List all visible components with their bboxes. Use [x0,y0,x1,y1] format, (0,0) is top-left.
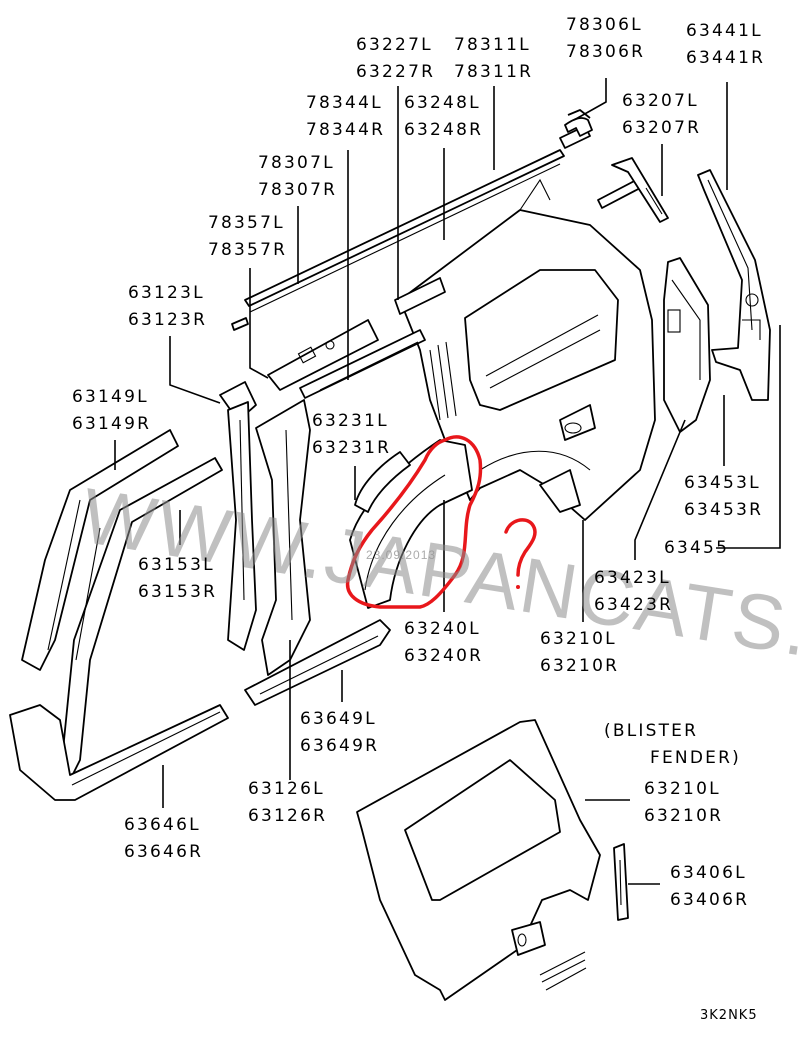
part-63441-pillar [697,169,771,401]
part-63406-strip [613,843,629,921]
part-63153-b-pillar [227,399,311,676]
part-78357-bracket [267,319,379,391]
leader-lines [114,78,781,885]
part-63248-rail [299,277,446,399]
label-63455[interactable]: 63455 [664,538,730,558]
red-circle-highlight [345,435,483,609]
part-quarter-inner-panel [399,178,656,521]
part-63210-blister-quarter [356,719,601,1001]
question-mark-dot [516,585,520,589]
question-mark-annotation [504,518,537,577]
part-63207-bracket [597,157,669,223]
part-63453-inner [663,257,711,433]
part-63149-a-pillar [21,429,179,671]
part-63240-wheelhouse [349,439,473,609]
part-63423-arch [479,450,591,471]
part-63649-sill [244,619,391,706]
part-78306-corner [564,109,593,137]
diagram-code: 3K2NK5 [700,1008,758,1023]
red-annotation [345,435,537,609]
date-stamp: 23.09.2013 [366,548,437,562]
part-63646-lower [9,457,229,801]
